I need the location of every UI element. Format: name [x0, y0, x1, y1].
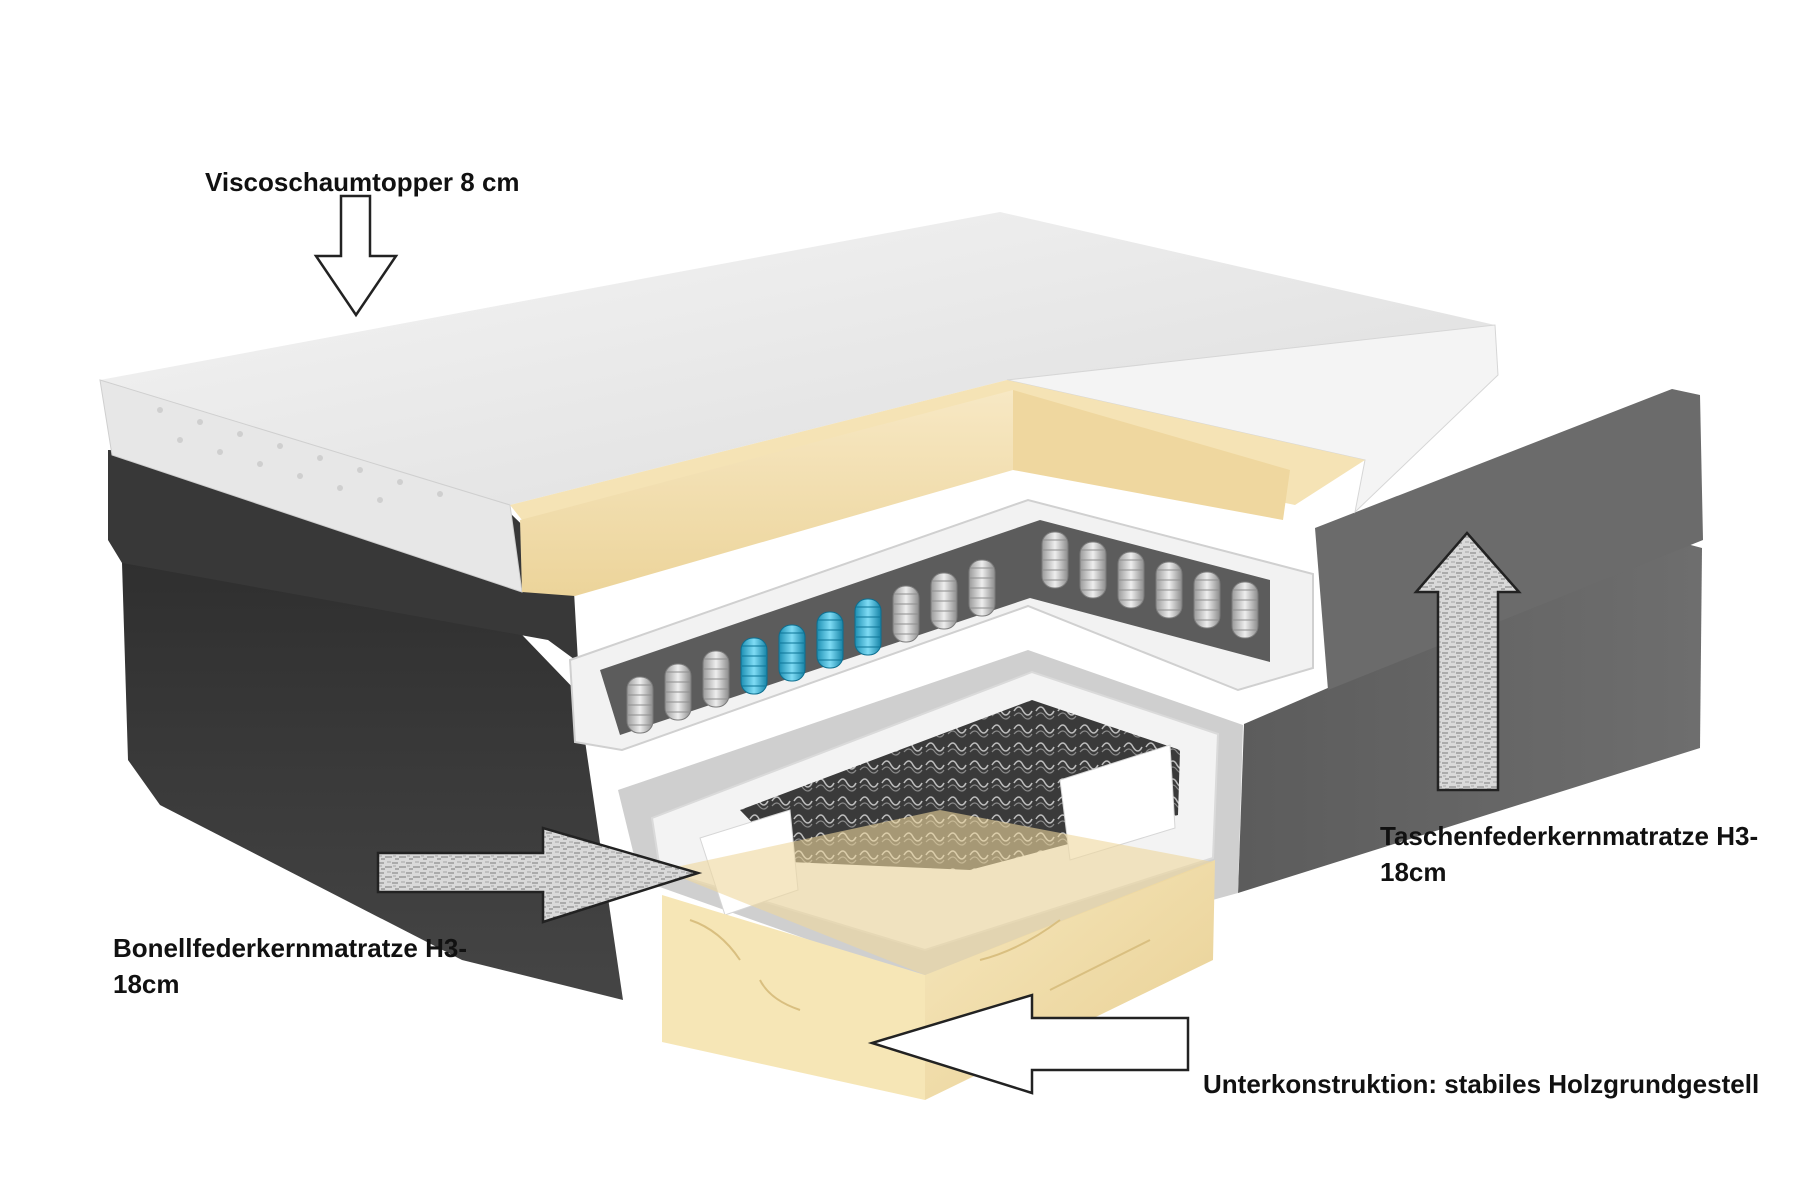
arrow-up-to-pocket-mattress	[1413, 531, 1522, 792]
topper-knit-texture	[157, 407, 443, 503]
label-bonell-line-2: 18cm	[113, 969, 180, 999]
arrow-left-to-wooden-base	[867, 993, 1190, 1095]
label-pocket-line-2: 18cm	[1380, 857, 1447, 887]
pocket-spring-core	[568, 498, 1314, 752]
label-pocket-line-1: Taschenfederkernmatratze H3-	[1380, 821, 1759, 851]
label-wooden-base: Unterkonstruktion: stabiles Holzgrundges…	[1203, 1069, 1760, 1099]
label-viscofoam-topper: Viscoschaumtopper 8 cm	[205, 167, 520, 197]
label-pocket-spring-mattress: Taschenfederkernmatratze H3- 18cm	[1380, 818, 1758, 890]
label-bonell-spring-mattress: Bonellfederkernmatratze H3- 18cm	[113, 930, 467, 1002]
topper	[99, 212, 1499, 593]
pocket-springs	[626, 531, 1259, 734]
arrow-right-to-bonell-mattress	[376, 826, 703, 924]
arrow-down-to-topper	[313, 194, 399, 318]
viscofoam-cut	[510, 380, 1365, 596]
label-bonell-line-1: Bonellfederkernmatratze H3-	[113, 933, 467, 963]
